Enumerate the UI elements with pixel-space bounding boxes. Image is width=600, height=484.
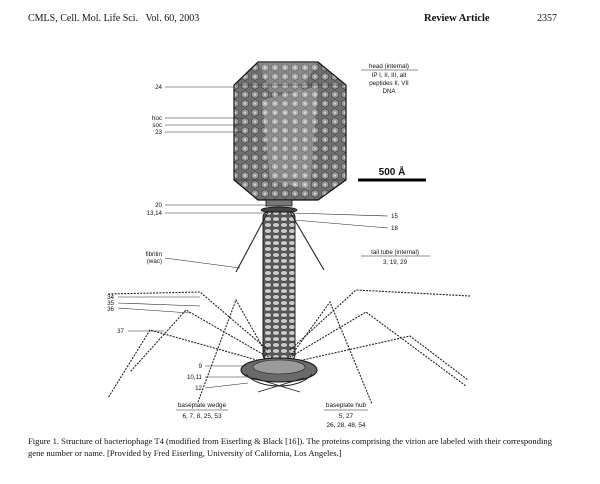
journal-volume: Vol. 60, 2003 [145,13,200,24]
baseplate [240,357,318,393]
label-10-11: 10,11 [187,374,203,381]
label-head-internal: head (internal) [369,63,409,70]
label-head-line2: peptides II, VII [369,80,409,87]
right-leader-lines [176,69,430,411]
label-23: 23 [155,129,162,136]
label-head-line1: IP I, II, III, alt [372,72,407,79]
label-wedge-line1: 6, 7, 8, 25, 53 [182,413,222,420]
figure-caption: Figure 1. Structure of bacteriophage T4 … [28,436,552,458]
scale-bar-label: 500 Å [379,165,406,178]
label-hub-line2: 26, 28, 48, 54 [326,422,366,429]
capsid-head [233,61,347,201]
label-fibritin: fibritin [145,251,162,258]
neck-collar [260,199,298,214]
bacteriophage-figure: 500 Å 24 hoc soc 23 20 13,14 fibritin (w… [107,61,471,429]
left-leader-lines [117,86,266,389]
label-baseplate-wedge: baseplate wedge [178,402,227,409]
whisker-fibers [235,211,325,273]
section-label: Review Article [424,13,490,24]
label-9: 9 [199,363,203,370]
label-soc: soc [152,122,162,129]
page-number: 2357 [537,13,557,24]
label-hub-line1: 5, 27 [339,413,354,420]
journal-name: CMLS, Cell. Mol. Life Sci. [28,13,138,24]
label-37: 37 [117,328,124,335]
tail-sheath [262,211,296,361]
label-wac: (wac) [147,258,162,265]
label-15: 15 [391,213,398,220]
label-13-14: 13,14 [147,210,163,217]
label-35: 35 [107,300,114,307]
running-header-journal: CMLS, Cell. Mol. Life Sci. Vol. 60, 2003 [28,13,199,24]
label-12: 12 [195,385,202,392]
label-baseplate-hub: baseplate hub [326,402,367,409]
label-20: 20 [155,202,162,209]
label-hoc: hoc [152,115,162,122]
label-head-line3: DNA [382,88,396,95]
label-18: 18 [391,225,398,232]
long-tail-fibers [107,289,471,405]
label-tail-tube: tail tube (internal) [371,249,419,256]
label-tail-line1: 3, 19, 29 [383,259,408,266]
label-34: 34 [107,294,114,301]
label-36: 36 [107,306,114,313]
label-24: 24 [155,84,162,91]
